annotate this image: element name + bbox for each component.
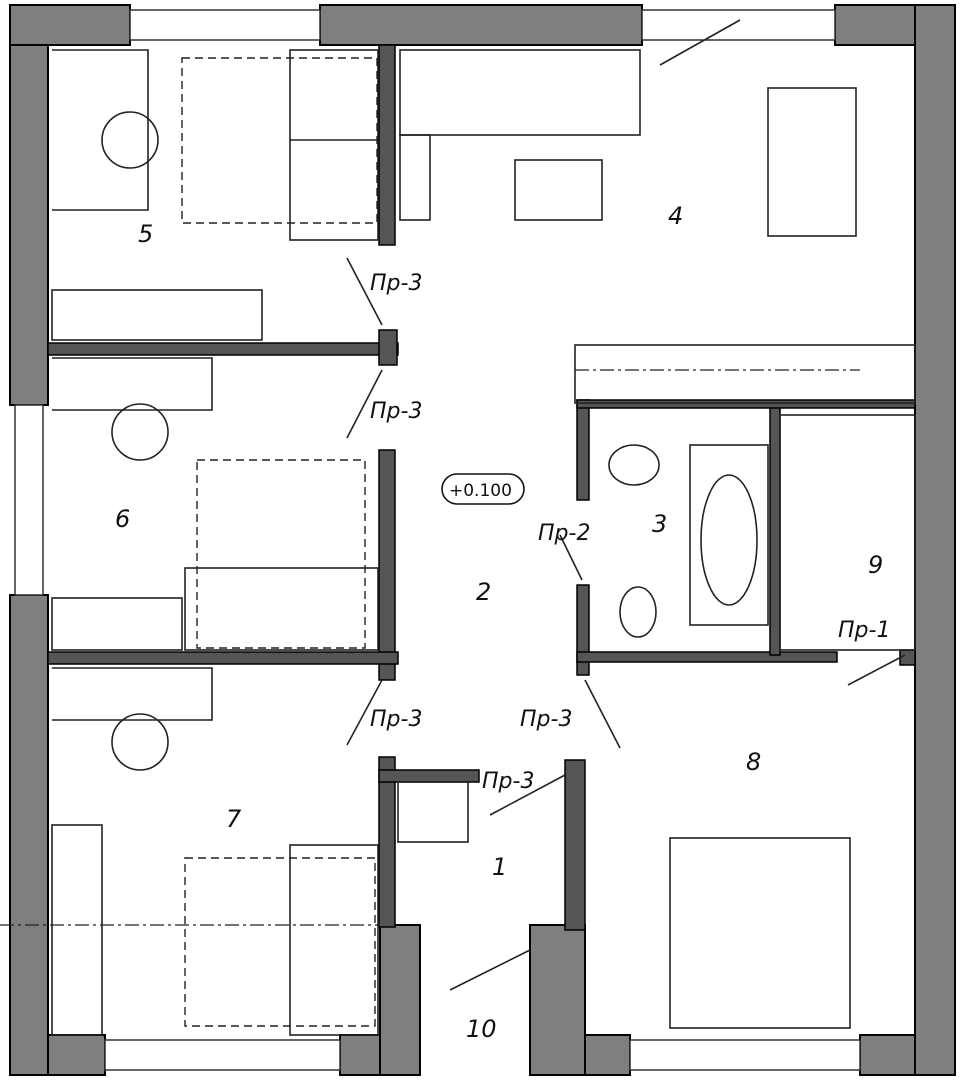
opening-tag: Пр-3: [482, 769, 534, 794]
furniture: [0, 49, 916, 1036]
opening-tag: Пр-3: [370, 399, 422, 424]
door-swings: [346, 19, 906, 991]
room-label-2: 2: [476, 578, 491, 606]
room-label-9: 9: [868, 551, 883, 579]
opening-tag: Пр-3: [370, 707, 422, 732]
room-label-8: 8: [746, 748, 761, 776]
opening-tag: Пр-2: [538, 521, 590, 546]
room-label-1: 1: [492, 853, 507, 881]
level-mark-text: +0.100: [449, 481, 512, 501]
opening-tag: Пр-3: [520, 707, 572, 732]
room-label-6: 6: [115, 505, 130, 533]
level-mark: +0.100: [441, 473, 525, 505]
opening-tag: Пр-1: [838, 618, 890, 643]
room-label-10: 10: [466, 1015, 497, 1043]
room-label-7: 7: [226, 805, 242, 833]
outer-walls: [9, 4, 956, 1076]
room-label-5: 5: [138, 220, 153, 248]
windows: [14, 9, 861, 1071]
room-label-4: 4: [668, 202, 683, 230]
room-label-3: 3: [652, 510, 667, 538]
opening-tag: Пр-3: [370, 271, 422, 296]
interior-walls: [47, 44, 916, 931]
